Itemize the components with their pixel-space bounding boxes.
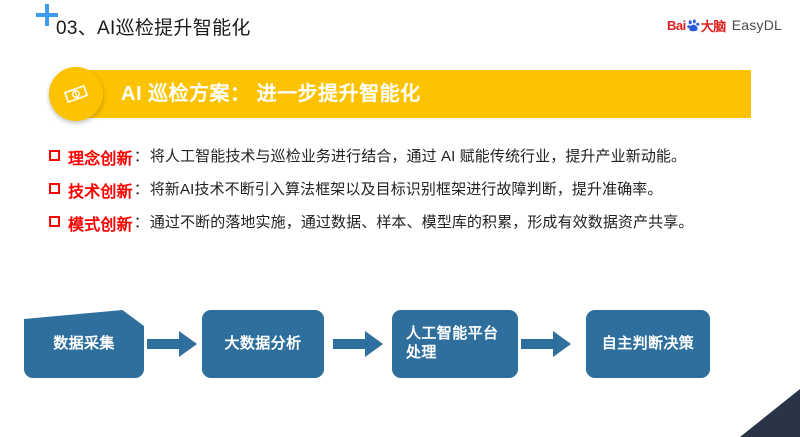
flow-step-3: 人工智能平台 处理 bbox=[392, 310, 518, 378]
flow-step-label: 人工智能平台 处理 bbox=[406, 325, 499, 361]
brand-product-text: EasyDL bbox=[731, 17, 782, 33]
corner-triangle-decoration bbox=[740, 389, 800, 437]
banknote-icon bbox=[49, 67, 103, 121]
process-flow-diagram: 数据采集 大数据分析 人工智能平台 处理 自主判断决策 bbox=[14, 308, 786, 380]
right-arrow-icon bbox=[144, 329, 202, 359]
brand-cn-text: 大脑 bbox=[700, 18, 727, 34]
baidu-paw-icon bbox=[686, 18, 700, 32]
flow-step-label: 大数据分析 bbox=[224, 334, 302, 352]
bullet-colon: ： bbox=[133, 214, 149, 231]
flow-step-label: 数据采集 bbox=[53, 334, 115, 352]
bullet-text: 将新AI技术不断引入算法框架以及目标识别框架进行故障判断，提升准确率。 bbox=[149, 181, 663, 198]
bullet-label: 模式创新 bbox=[68, 217, 133, 234]
list-item: 模式创新 ： 通过不断的落地实施，通过数据、样本、模型库的积累，形成有效数据资产… bbox=[49, 211, 769, 235]
right-arrow-icon bbox=[330, 329, 388, 359]
bullet-text: 将人工智能技术与巡检业务进行结合，通过 AI 赋能传统行业，提升产业新动能。 bbox=[149, 148, 687, 165]
banner-bar bbox=[89, 70, 751, 118]
flow-step-label: 自主判断决策 bbox=[601, 334, 695, 352]
page-title: 03、AI巡检提升智能化 bbox=[56, 18, 251, 39]
bullet-colon: ： bbox=[133, 148, 149, 165]
flow-step-4: 自主判断决策 bbox=[586, 310, 710, 378]
section-banner: AI 巡检方案： 进一步提升智能化 bbox=[49, 67, 751, 121]
plus-icon bbox=[36, 4, 58, 26]
red-square-bullet-icon bbox=[49, 150, 60, 161]
bullet-text: 通过不断的落地实施，通过数据、样本、模型库的积累，形成有效数据资产共享。 bbox=[149, 214, 694, 231]
bullet-colon: ： bbox=[133, 181, 149, 198]
brand-bai-text: Bai bbox=[667, 17, 686, 33]
red-square-bullet-icon bbox=[49, 183, 60, 194]
right-arrow-icon bbox=[518, 329, 576, 359]
bullet-list: 理念创新 ： 将人工智能技术与巡检业务进行结合，通过 AI 赋能传统行业，提升产… bbox=[49, 145, 769, 244]
flow-step-2: 大数据分析 bbox=[202, 310, 324, 378]
brand-logo: Bai 大脑 EasyDL bbox=[667, 16, 782, 34]
bullet-label: 技术创新 bbox=[68, 184, 133, 201]
flow-step-1: 数据采集 bbox=[24, 310, 144, 378]
banner-title: AI 巡检方案： 进一步提升智能化 bbox=[121, 83, 421, 105]
list-item: 理念创新 ： 将人工智能技术与巡检业务进行结合，通过 AI 赋能传统行业，提升产… bbox=[49, 145, 769, 169]
bullet-label: 理念创新 bbox=[68, 151, 133, 168]
red-square-bullet-icon bbox=[49, 216, 60, 227]
list-item: 技术创新 ： 将新AI技术不断引入算法框架以及目标识别框架进行故障判断，提升准确… bbox=[49, 178, 769, 202]
